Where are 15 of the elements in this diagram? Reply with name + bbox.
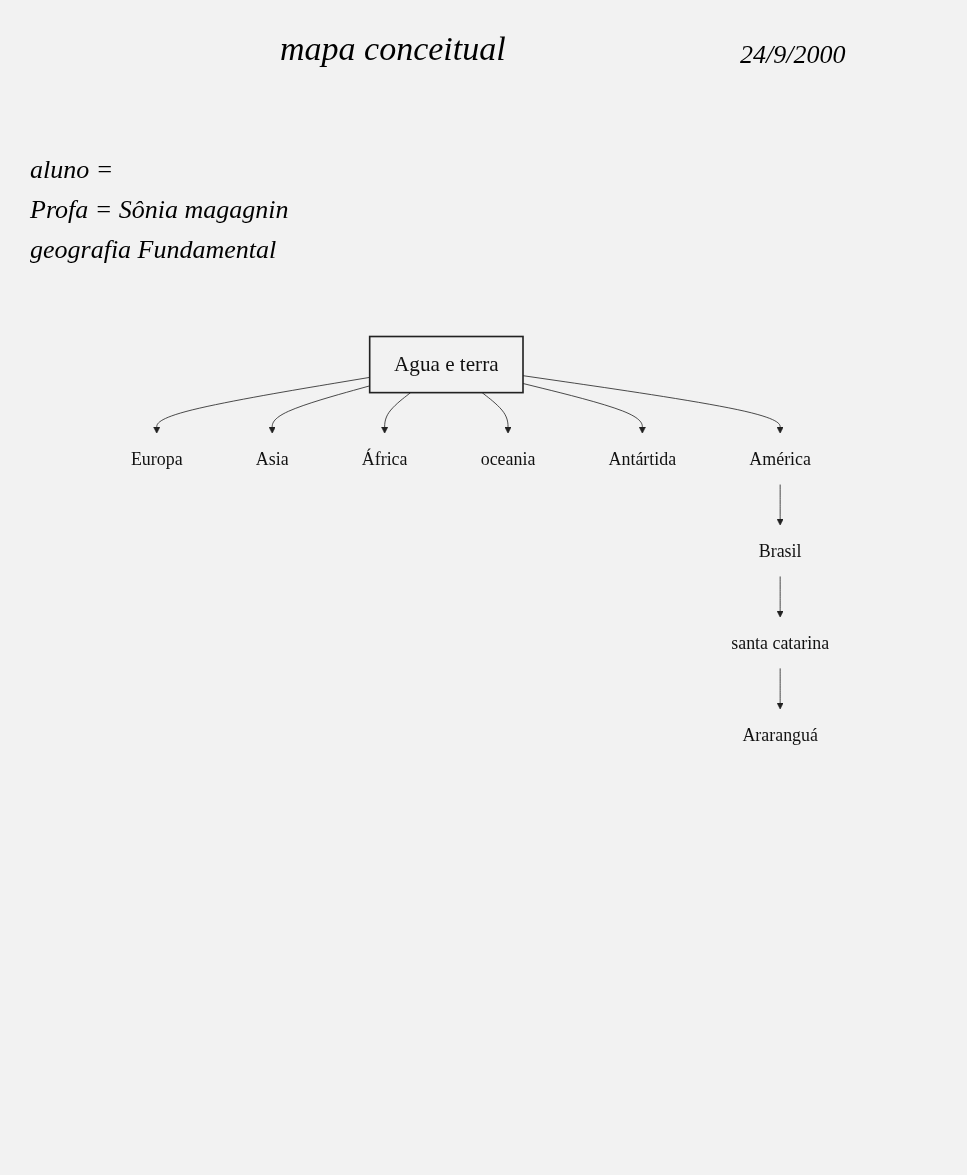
node-text: Brasil bbox=[758, 540, 802, 562]
node-text: África bbox=[361, 448, 408, 470]
header-text: aluno = bbox=[30, 154, 114, 186]
node-text: oceania bbox=[480, 448, 536, 470]
header-text: geografia Fundamental bbox=[30, 234, 277, 266]
node-text: Asia bbox=[255, 448, 289, 470]
title: mapa conceitual bbox=[280, 30, 506, 68]
node-text: santa catarina bbox=[731, 632, 830, 653]
date-text: 24/9/2000 bbox=[740, 40, 846, 70]
node-text: América bbox=[749, 448, 811, 470]
node-text: Araranguá bbox=[742, 724, 818, 745]
node-box: Agua e terra bbox=[368, 335, 524, 394]
header-text: Profa = Sônia magagnin bbox=[30, 194, 289, 226]
node-text: Antártida bbox=[608, 448, 677, 470]
node-text: Europa bbox=[130, 448, 183, 470]
